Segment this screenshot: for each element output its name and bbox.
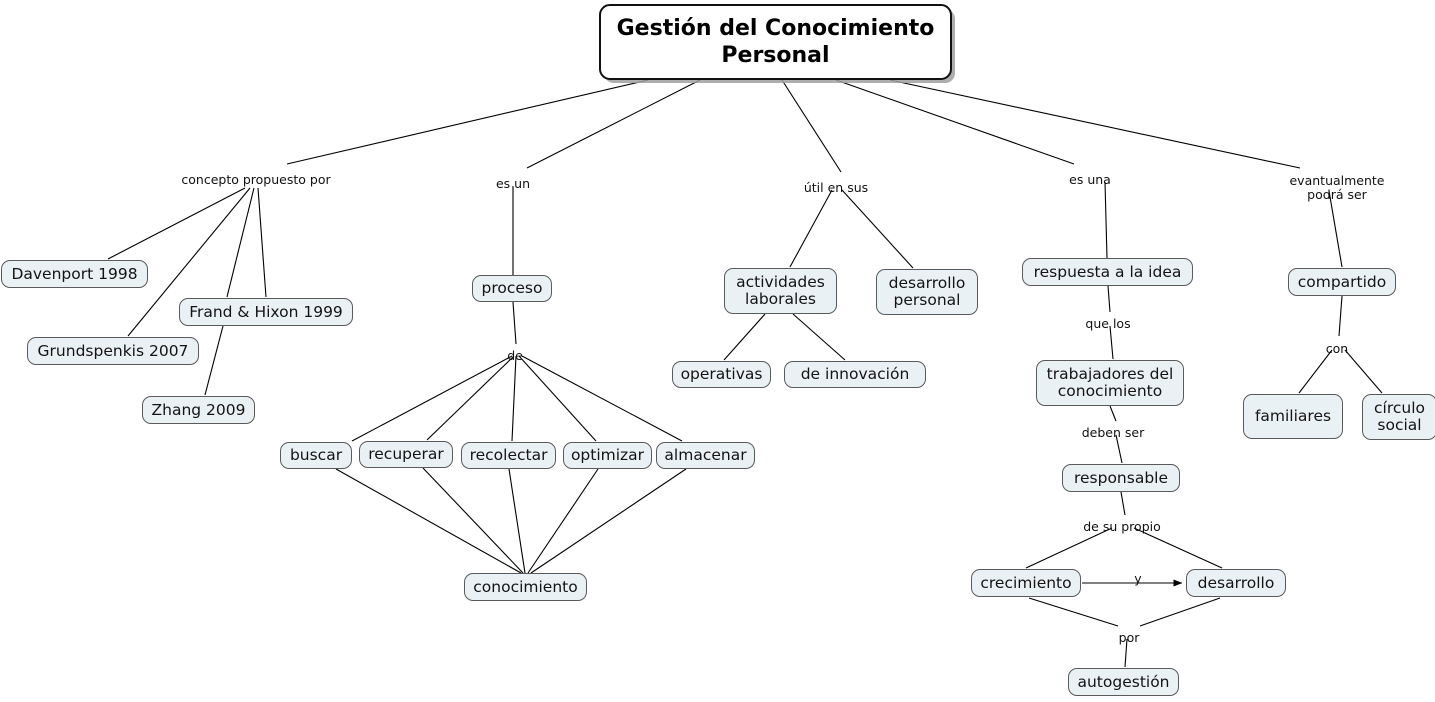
link-de-to-optimizar — [518, 355, 597, 442]
link-proceso-to-de — [512, 301, 517, 345]
node-davenport[interactable]: Davenport 1998 — [1, 260, 148, 288]
link-label-es-una[interactable]: es una — [1069, 172, 1111, 187]
link-de-to-recuperar — [426, 355, 515, 441]
node-actividades-laborales[interactable]: actividades laborales — [724, 268, 837, 314]
node-buscar[interactable]: buscar — [280, 442, 352, 469]
link-label-es-un[interactable]: es un — [495, 176, 531, 191]
link-compartido-to-con — [1338, 295, 1343, 337]
link-label-concepto-propuesto-por[interactable]: concepto propuesto por — [181, 172, 331, 187]
link-label-evantualmente-podra-ser[interactable]: evantualmente podrá ser — [1289, 173, 1385, 202]
link-label-que-los[interactable]: que los — [1085, 316, 1131, 331]
node-almacenar[interactable]: almacenar — [656, 442, 755, 469]
link-de-su-propio-to-crecimiento — [1025, 527, 1113, 569]
link-respuesta-to-que-los — [1107, 285, 1111, 313]
link-concepto-to-frand-hixon — [226, 187, 255, 298]
link-de-to-almacenar — [521, 355, 683, 442]
link-root-to-es-una — [835, 79, 1075, 165]
link-root-to-es-un — [526, 79, 701, 169]
link-concepto-to-frand-hixon2 — [257, 187, 267, 298]
node-conocimiento[interactable]: conocimiento — [464, 573, 587, 601]
link-label-deben-ser[interactable]: deben ser — [1081, 425, 1145, 440]
link-root-to-evantualmente — [889, 79, 1301, 169]
node-desarrollo[interactable]: desarrollo — [1186, 569, 1286, 597]
link-label-con[interactable]: con — [1325, 341, 1349, 356]
link-root-to-util-en-sus — [781, 79, 842, 173]
link-almacenar-to-conocimiento — [530, 468, 687, 574]
link-de-su-propio-to-desarrollo — [1133, 527, 1223, 569]
link-recolectar-to-conocimiento — [508, 468, 526, 574]
link-label-de-su-propio[interactable]: de su propio — [1083, 519, 1161, 534]
link-buscar-to-conocimiento — [335, 468, 522, 574]
node-responsable[interactable]: responsable — [1062, 464, 1180, 492]
node-zhang[interactable]: Zhang 2009 — [142, 396, 255, 424]
node-recolectar[interactable]: recolectar — [461, 442, 556, 469]
link-frand-hixon-to-zhang — [204, 325, 224, 396]
node-desarrollo-personal[interactable]: desarrollo personal — [876, 269, 978, 315]
node-crecimiento[interactable]: crecimiento — [971, 569, 1081, 597]
node-respuesta-a-la-idea[interactable]: respuesta a la idea — [1022, 258, 1193, 286]
link-label-util-en-sus[interactable]: útil en sus — [803, 180, 869, 195]
link-optimizar-to-conocimiento — [527, 468, 599, 574]
node-compartido[interactable]: compartido — [1288, 268, 1396, 296]
node-recuperar[interactable]: recuperar — [359, 441, 453, 468]
link-de-to-buscar — [351, 355, 513, 442]
node-de-innovacion[interactable]: de innovación — [784, 361, 926, 388]
node-circulo-social[interactable]: círculo social — [1362, 394, 1435, 440]
node-proceso[interactable]: proceso — [472, 275, 552, 302]
link-recuperar-to-conocimiento — [422, 467, 524, 574]
link-crecimiento-to-por — [1028, 597, 1119, 627]
link-responsable-to-de-su-propio — [1120, 491, 1126, 516]
root-node-gestion-del-conocimiento-personal[interactable]: Gestión del Conocimiento Personal — [599, 4, 952, 80]
link-actividades-to-operativas — [723, 313, 766, 361]
link-label-por[interactable]: por — [1118, 630, 1140, 645]
node-familiares[interactable]: familiares — [1243, 394, 1343, 439]
link-de-to-recolectar — [511, 355, 517, 442]
link-desarrollo-to-por — [1139, 597, 1221, 627]
link-con-to-familiares — [1298, 349, 1333, 394]
link-con-to-circulo-social — [1344, 349, 1383, 394]
link-label-de[interactable]: de — [507, 348, 523, 363]
node-trabajadores-del-conocimiento[interactable]: trabajadores del conocimiento — [1036, 360, 1184, 406]
link-trabajadores-to-deben-ser — [1109, 405, 1117, 422]
node-grundspenkis[interactable]: Grundspenkis 2007 — [27, 337, 199, 365]
link-label-y[interactable]: y — [1134, 571, 1142, 586]
link-util-to-desarrollo-personal — [841, 189, 914, 269]
link-es-una-to-respuesta — [1104, 181, 1108, 259]
link-util-to-actividades — [789, 189, 833, 268]
link-evantualmente-to-compartido — [1328, 190, 1343, 268]
node-operativas[interactable]: operativas — [672, 361, 771, 388]
link-actividades-to-de-innovacion — [792, 313, 846, 361]
link-concepto-to-davenport — [107, 187, 246, 260]
node-autogestion[interactable]: autogestión — [1068, 668, 1179, 696]
link-root-to-concepto-propuesto-por — [286, 79, 649, 165]
node-optimizar[interactable]: optimizar — [563, 442, 652, 469]
node-frand-hixon[interactable]: Frand & Hixon 1999 — [179, 298, 353, 326]
